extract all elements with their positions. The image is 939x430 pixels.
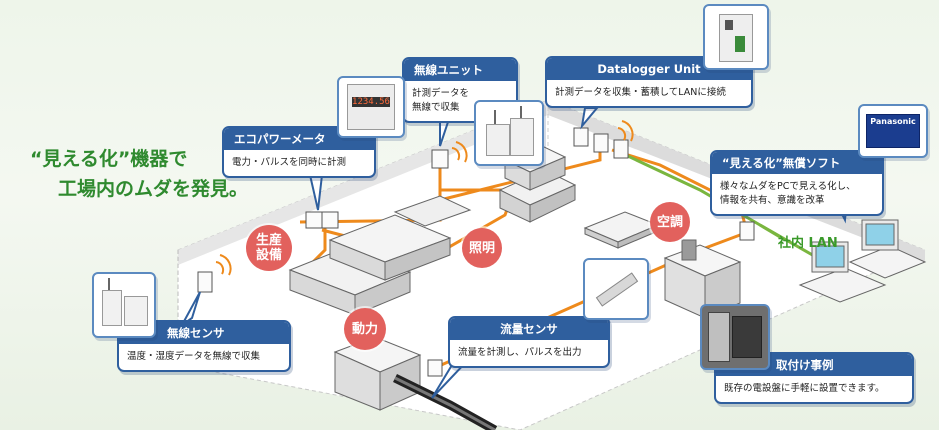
wireless-unit-title: 無線ユニット [404,59,516,81]
install-example-photo [700,304,770,370]
wireless-waves [215,120,634,276]
lan-label: 社内 LAN [778,236,838,251]
headline-line1: “見える化”機器で [30,148,188,170]
wireless-sensor-title: 無線センサ [119,322,289,344]
eco-power-meter-photo: 1234.56 [337,76,405,138]
production-equipment-label: 生産 設備 [246,225,292,271]
wireless-sensor-callout: 無線センサ 温度・湿度データを無線で収集 [117,320,291,372]
software-brand: Panasonic [866,114,920,148]
flow-sensor-photo [583,258,649,320]
flow-sensor-title: 流量センサ [450,318,608,340]
flow-sensor-callout: 流量センサ 流量を計測し、パルスを出力 [448,316,610,368]
software-desc: 様々なムダをPCで見える化し、 情報を共有、意識を改革 [720,181,856,206]
production-machinery [288,144,577,316]
aircon-label: 空調 [650,202,690,242]
datalogger-desc: 計測データを収集・蓄積してLANに接続 [555,87,726,98]
wireless-unit-photo [474,100,544,166]
install-example-desc: 既存の電設盤に手軽に設置できます。 [724,383,885,394]
lighting-label: 照明 [462,228,502,268]
eco-power-meter-title: エコパワーメータ [224,128,374,150]
datalogger-title: Datalogger Unit [547,58,751,80]
software-title: “見える化”無償ソフト [712,152,882,174]
software-callout: “見える化”無償ソフト 様々なムダをPCで見える化し、 情報を共有、意識を改革 [710,150,884,216]
devices [197,127,755,377]
meter-device: 1234.56 [347,84,395,130]
software-photo: Panasonic [858,104,928,158]
headline-line2: 工場内のムダを発見。 [58,178,249,200]
datalogger-photo [703,4,769,70]
meter-display: 1234.56 [352,97,390,107]
wireless-sensor-desc: 温度・湿度データを無線で収集 [127,351,261,362]
datalogger-callout: Datalogger Unit 計測データを収集・蓄積してLANに接続 [545,56,753,108]
eco-power-meter-desc: 電力・パルスを同時に計測 [232,157,347,168]
wireless-unit-desc: 計測データを 無線で収集 [412,88,470,113]
pc-terminals [798,219,927,303]
flow-sensor-desc: 流量を計測し、パルスを出力 [458,347,582,358]
power-label: 動力 [344,308,386,350]
wireless-sensor-photo [92,272,156,338]
